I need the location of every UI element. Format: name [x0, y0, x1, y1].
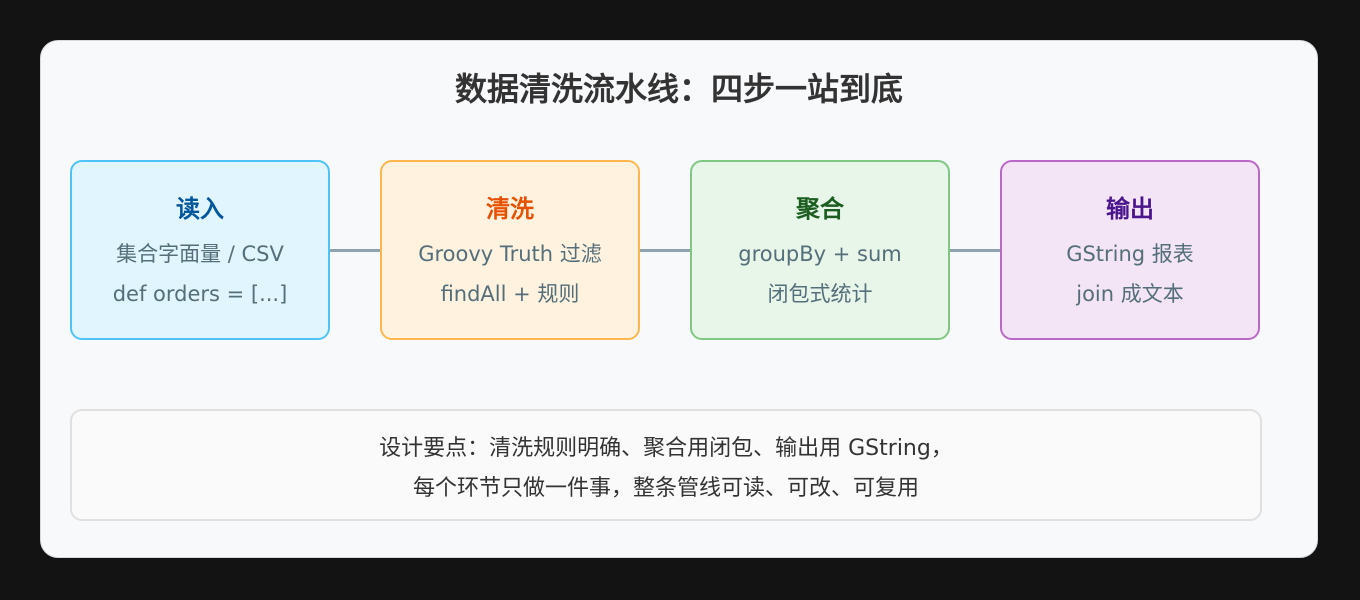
design-note-line: 设计要点：清洗规则明确、聚合用闭包、输出用 GString，	[379, 436, 953, 461]
step-read: 读入 集合字面量 / CSV def orders = [...]	[70, 160, 330, 340]
step-title: 聚合	[796, 195, 844, 223]
diagram-title: 数据清洗流水线：四步一站到底	[454, 70, 903, 108]
step-title: 读入	[176, 195, 224, 223]
connector-1-2	[330, 249, 380, 252]
step-detail: def orders = [...]	[112, 282, 288, 306]
step-aggregate: 聚合 groupBy + sum 闭包式统计	[690, 160, 950, 340]
step-detail: GString 报表	[1066, 242, 1194, 266]
step-detail: join 成文本	[1076, 282, 1184, 306]
step-detail: Groovy Truth 过滤	[418, 242, 602, 266]
connector-3-4	[950, 249, 1000, 252]
step-detail: groupBy + sum	[738, 242, 902, 266]
step-detail: 集合字面量 / CSV	[116, 242, 284, 266]
design-notes-box: 设计要点：清洗规则明确、聚合用闭包、输出用 GString， 每个环节只做一件事…	[70, 409, 1262, 521]
step-detail: 闭包式统计	[767, 282, 873, 306]
step-title: 输出	[1106, 195, 1154, 223]
diagram-card: 数据清洗流水线：四步一站到底 读入 集合字面量 / CSV def orders…	[40, 40, 1318, 558]
design-note-line: 每个环节只做一件事，整条管线可读、可改、可复用	[412, 476, 919, 501]
step-title: 清洗	[486, 195, 534, 223]
step-detail: findAll + 规则	[440, 282, 580, 306]
step-clean: 清洗 Groovy Truth 过滤 findAll + 规则	[380, 160, 640, 340]
step-output: 输出 GString 报表 join 成文本	[1000, 160, 1260, 340]
connector-2-3	[640, 249, 690, 252]
